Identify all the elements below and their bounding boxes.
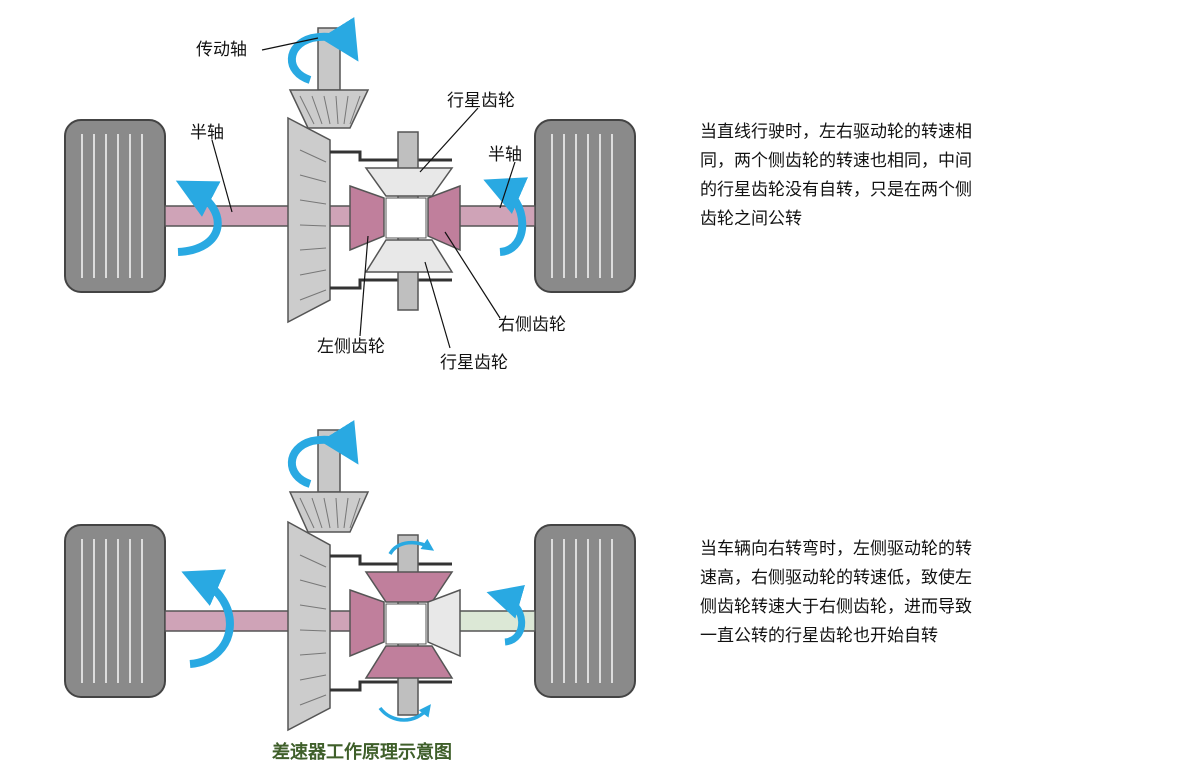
description-straight: 当直线行驶时，左右驱动轮的转速相 同，两个侧齿轮的转速也相同，中间 的行星齿轮没… — [700, 118, 1080, 234]
description-line: 当车辆向右转弯时，左侧驱动轮的转 — [700, 539, 972, 559]
left-wheel — [64, 524, 166, 698]
left-wheel-rotation-arrow — [175, 180, 222, 256]
label-half-shaft-left: 半轴 — [190, 123, 224, 143]
right-wheel — [534, 119, 636, 293]
planet-gear-bottom — [364, 645, 454, 679]
left-wheel — [64, 119, 166, 293]
drive-shaft-rotation-arrow — [287, 17, 359, 84]
ring-gear — [287, 520, 331, 732]
planet-gear-bottom — [364, 239, 454, 273]
diagram-caption: 差速器工作原理示意图 — [272, 741, 452, 763]
description-line: 一直公转的行星齿轮也开始自转 — [700, 626, 938, 646]
description-line: 速高，右侧驱动轮的转速低，致使左 — [700, 568, 972, 588]
right-side-gear — [427, 184, 461, 252]
pinion-gear — [288, 89, 370, 129]
left-side-gear — [349, 184, 385, 252]
description-line: 的行星齿轮没有自转，只是在两个侧 — [700, 180, 972, 200]
planet-top-rotation-arrow — [388, 538, 435, 556]
description-line: 当直线行驶时，左右驱动轮的转速相 — [700, 122, 972, 142]
label-planet-gear-bottom: 行星齿轮 — [440, 353, 508, 373]
right-wheel — [534, 524, 636, 698]
pinion-gear — [288, 491, 370, 533]
label-right-side-gear: 右侧齿轮 — [498, 315, 566, 335]
label-drive-shaft: 传动轴 — [196, 40, 247, 60]
description-line: 同，两个侧齿轮的转速也相同，中间 — [700, 151, 972, 171]
planet-bottom-rotation-arrow — [378, 704, 431, 722]
description-line: 齿轮之间公转 — [700, 209, 802, 229]
left-wheel-rotation-arrow — [181, 569, 234, 668]
diagram-straight: 传动轴 半轴 半轴 行星齿轮 右侧齿轮 左侧齿轮 行星齿轮 — [64, 17, 636, 373]
description-line: 侧齿轮转速大于右侧齿轮，进而导致 — [700, 597, 972, 617]
label-left-side-gear: 左侧齿轮 — [317, 337, 385, 357]
diagram-turning — [64, 420, 636, 732]
drive-shaft-rotation-arrow — [287, 420, 359, 488]
label-half-shaft-right: 半轴 — [488, 145, 522, 165]
label-planet-gear-top: 行星齿轮 — [447, 91, 515, 111]
right-wheel-rotation-arrow — [483, 177, 529, 256]
description-turning: 当车辆向右转弯时，左侧驱动轮的转 速高，右侧驱动轮的转速低，致使左 侧齿轮转速大… — [700, 535, 1080, 651]
right-side-gear — [427, 588, 461, 658]
planet-gear-top — [364, 167, 454, 197]
left-side-gear — [349, 588, 385, 658]
right-wheel-rotation-arrow — [486, 584, 526, 646]
